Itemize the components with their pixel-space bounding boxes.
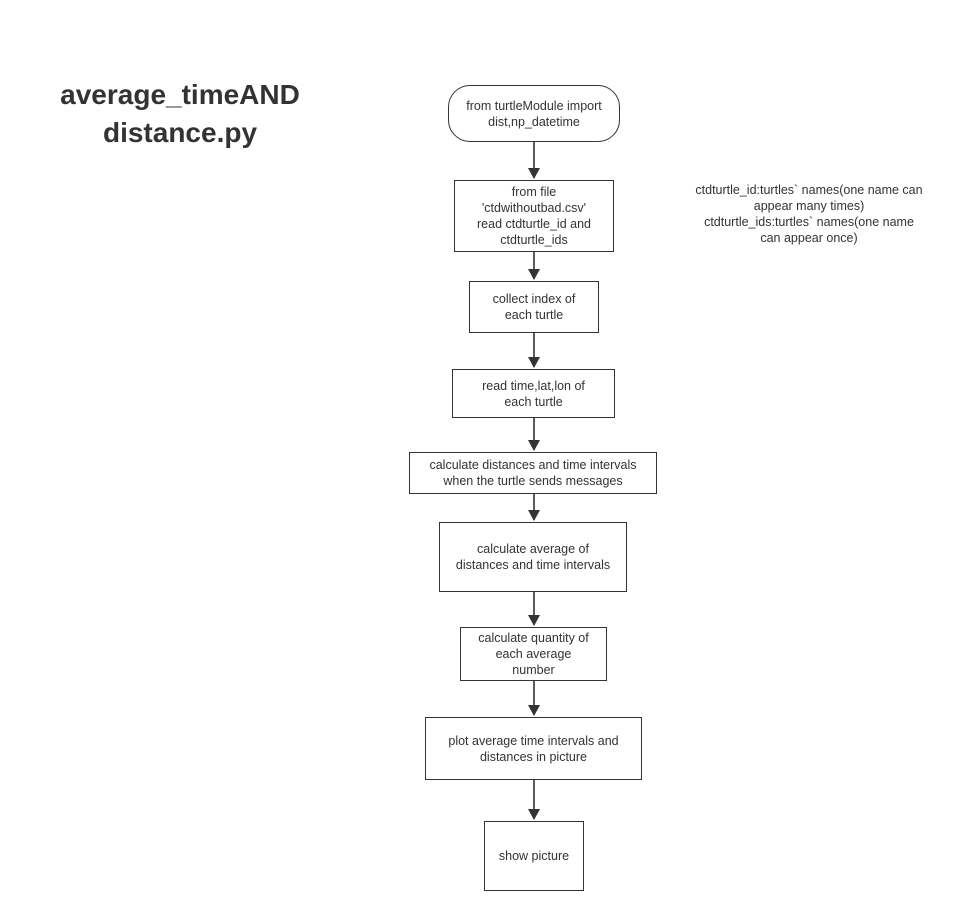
node-show-label: show picture [498,849,570,863]
node-collect-index-label: collect index of each turtle [492,292,576,322]
node-import-terminal: from turtleModule import dist,np_datetim… [448,85,620,142]
node-calc-distances: calculate distances and time intervals w… [409,452,657,494]
annotation-line-3: ctdturtle_ids:turtles` names(one name [704,215,914,229]
node-calc-distances-label: calculate distances and time intervals w… [429,458,637,488]
node-plot: plot average time intervals and distance… [425,717,642,780]
node-calc-average-label: calculate average of distances and time … [455,542,611,572]
node-read-file: from file 'ctdwithoutbad.csv' read ctdtu… [454,180,614,252]
node-read-file-label: from file 'ctdwithoutbad.csv' read ctdtu… [477,185,591,247]
node-calc-quantity: calculate quantity of each average numbe… [460,627,607,681]
node-read-time-label: read time,lat,lon of each turtle [482,378,585,409]
diagram-title-line-1: average_timeAND [60,79,300,110]
node-plot-label: plot average time intervals and distance… [448,733,619,764]
node-collect-index: collect index of each turtle [469,281,599,333]
diagram-title: average_timeAND distance.py [40,76,320,152]
annotation-line-2: appear many times) [753,199,865,213]
node-read-time: read time,lat,lon of each turtle [452,369,615,418]
node-calc-average: calculate average of distances and time … [439,522,627,592]
annotation-line-1: ctdturtle_id:turtles` names(one name can [695,183,923,197]
node-calc-quantity-label: calculate quantity of each average numbe… [478,631,589,677]
diagram-title-line-2: distance.py [102,117,258,148]
node-import-label: from turtleModule import dist,np_datetim… [466,98,602,129]
node-show: show picture [484,821,584,891]
annotation-note: ctdturtle_id:turtles` names(one name can… [684,182,934,246]
annotation-line-4: can appear once) [760,231,858,245]
